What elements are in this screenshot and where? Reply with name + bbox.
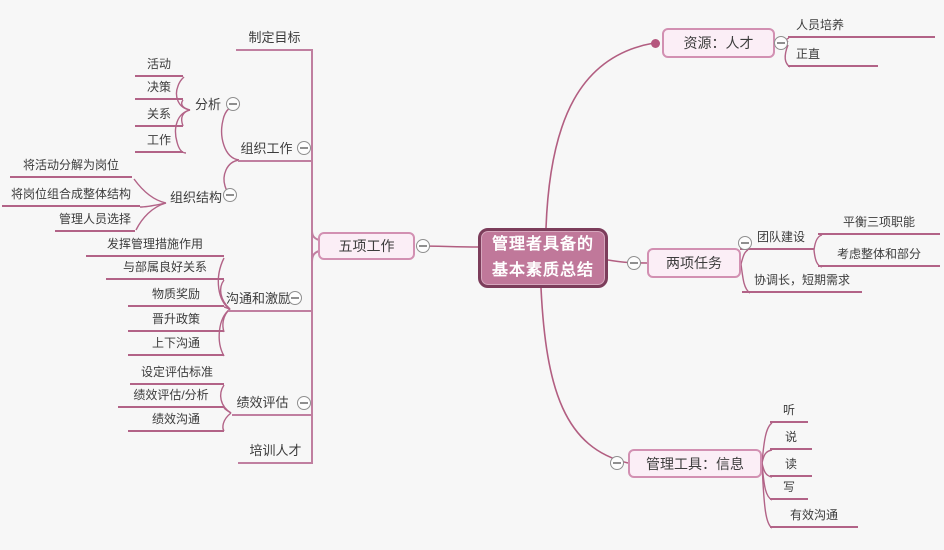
- collapse-icon-performance-eval[interactable]: [297, 396, 311, 410]
- node-management-measures-label: 发挥管理措施作用: [106, 237, 203, 251]
- node-org-structure[interactable]: 组织结构: [170, 187, 222, 206]
- node-organize-work-label: 组织工作: [240, 141, 293, 156]
- node-speak-label: 说: [784, 430, 797, 444]
- node-effective-communication-label: 有效沟通: [789, 508, 838, 522]
- node-listen[interactable]: 听: [770, 401, 808, 423]
- node-team-building-label: 团队建设: [757, 230, 806, 244]
- node-analysis-label: 分析: [195, 97, 222, 112]
- main-topic-management-tools[interactable]: 管理工具：信息: [628, 449, 762, 478]
- node-integrity[interactable]: 正直: [788, 45, 878, 67]
- node-integrity-label: 正直: [796, 47, 821, 61]
- node-relations-label: 关系: [146, 107, 171, 121]
- central-topic-line2: 基本素质总结: [491, 262, 594, 279]
- main-topic-management-tools-label: 管理工具：信息: [646, 455, 744, 472]
- node-coordinate-needs[interactable]: 协调长，短期需求: [742, 271, 862, 293]
- node-read[interactable]: 读: [770, 455, 812, 477]
- node-performance-communication-label: 绩效沟通: [151, 412, 200, 426]
- node-material-rewards[interactable]: 物质奖励: [128, 285, 224, 307]
- node-material-rewards-label: 物质奖励: [151, 287, 200, 301]
- node-balance-three-functions-label: 平衡三项职能: [842, 215, 915, 229]
- main-topic-resources-talent[interactable]: 资源：人才: [662, 28, 775, 58]
- node-speak[interactable]: 说: [770, 428, 812, 450]
- collapse-icon-organize-work[interactable]: [297, 141, 311, 155]
- node-personnel-training-label: 人员培养: [796, 18, 845, 32]
- node-performance-analysis[interactable]: 绩效评估/分析: [118, 386, 224, 408]
- collapse-icon-team-building[interactable]: [738, 236, 752, 250]
- node-coordinate-needs-label: 协调长，短期需求: [753, 273, 850, 287]
- node-performance-communication[interactable]: 绩效沟通: [128, 410, 224, 432]
- node-whole-and-parts-label: 考虑整体和部分: [836, 247, 921, 261]
- node-activities-label: 活动: [146, 57, 171, 71]
- node-train-talent-label: 培训人才: [249, 443, 302, 458]
- main-topic-two-tasks-label: 两项任务: [666, 255, 722, 271]
- node-team-building[interactable]: 团队建设: [740, 228, 814, 250]
- node-decisions-label: 决策: [146, 80, 171, 94]
- node-promotion-policy-label: 晋升政策: [151, 312, 200, 326]
- node-manager-selection[interactable]: 管理人员选择: [55, 210, 135, 232]
- collapse-icon-org-structure[interactable]: [223, 188, 237, 202]
- collapse-icon-five-works[interactable]: [416, 239, 430, 253]
- collapse-icon-management-tools[interactable]: [610, 456, 624, 470]
- node-management-measures[interactable]: 发挥管理措施作用: [86, 235, 224, 257]
- node-personnel-training[interactable]: 人员培养: [788, 16, 935, 38]
- node-write[interactable]: 写: [770, 478, 808, 500]
- node-org-structure-label: 组织结构: [170, 190, 223, 205]
- main-topic-five-works-label: 五项工作: [338, 238, 395, 254]
- collapse-icon-analysis[interactable]: [226, 97, 240, 111]
- node-balance-three-functions[interactable]: 平衡三项职能: [818, 213, 940, 235]
- central-topic-line1: 管理者具备的: [491, 236, 594, 253]
- node-analysis[interactable]: 分析: [195, 94, 221, 113]
- node-combine-positions[interactable]: 将岗位组合成整体结构: [2, 185, 140, 207]
- collapse-icon-resources-talent[interactable]: [774, 36, 788, 50]
- node-communication-motivation-label: 沟通和激励: [226, 291, 292, 306]
- node-performance-analysis-label: 绩效评估/分析: [133, 388, 209, 402]
- node-subordinate-relations[interactable]: 与部属良好关系: [106, 258, 224, 280]
- node-read-label: 读: [784, 457, 797, 471]
- node-whole-and-parts[interactable]: 考虑整体和部分: [818, 245, 940, 267]
- central-topic[interactable]: 管理者具备的 基本素质总结: [478, 228, 608, 288]
- collapse-icon-two-tasks[interactable]: [627, 256, 641, 270]
- node-write-label: 写: [782, 480, 795, 494]
- node-work-label: 工作: [146, 133, 171, 147]
- branch-dot-icon[interactable]: [651, 39, 660, 48]
- node-updown-communication-label: 上下沟通: [151, 336, 200, 350]
- node-listen-label: 听: [782, 403, 795, 417]
- main-topic-five-works[interactable]: 五项工作: [318, 232, 415, 260]
- collapse-icon-communication-motivation[interactable]: [288, 291, 302, 305]
- node-performance-eval[interactable]: 绩效评估: [232, 392, 313, 416]
- node-eval-standards[interactable]: 设定评估标准: [130, 363, 224, 385]
- node-decompose-activities-label: 将活动分解为岗位: [22, 158, 119, 172]
- main-topic-two-tasks[interactable]: 两项任务: [647, 248, 741, 278]
- node-performance-eval-label: 绩效评估: [236, 395, 289, 410]
- node-set-goals[interactable]: 制定目标: [236, 27, 313, 51]
- main-topic-resources-talent-label: 资源：人才: [683, 35, 754, 51]
- node-manager-selection-label: 管理人员选择: [58, 212, 131, 226]
- node-organize-work[interactable]: 组织工作: [238, 138, 313, 162]
- node-updown-communication[interactable]: 上下沟通: [128, 334, 224, 356]
- node-decompose-activities[interactable]: 将活动分解为岗位: [10, 156, 132, 178]
- node-train-talent[interactable]: 培训人才: [238, 440, 313, 464]
- node-eval-standards-label: 设定评估标准: [140, 365, 213, 379]
- node-combine-positions-label: 将岗位组合成整体结构: [10, 187, 131, 201]
- node-relations[interactable]: 关系: [135, 105, 183, 127]
- node-communication-motivation[interactable]: 沟通和激励: [226, 288, 313, 312]
- node-set-goals-label: 制定目标: [248, 30, 301, 45]
- node-subordinate-relations-label: 与部属良好关系: [122, 260, 207, 274]
- node-promotion-policy[interactable]: 晋升政策: [128, 310, 224, 332]
- node-work[interactable]: 工作: [135, 131, 183, 153]
- node-decisions[interactable]: 决策: [135, 78, 183, 100]
- node-activities[interactable]: 活动: [135, 55, 183, 77]
- node-effective-communication[interactable]: 有效沟通: [770, 506, 858, 528]
